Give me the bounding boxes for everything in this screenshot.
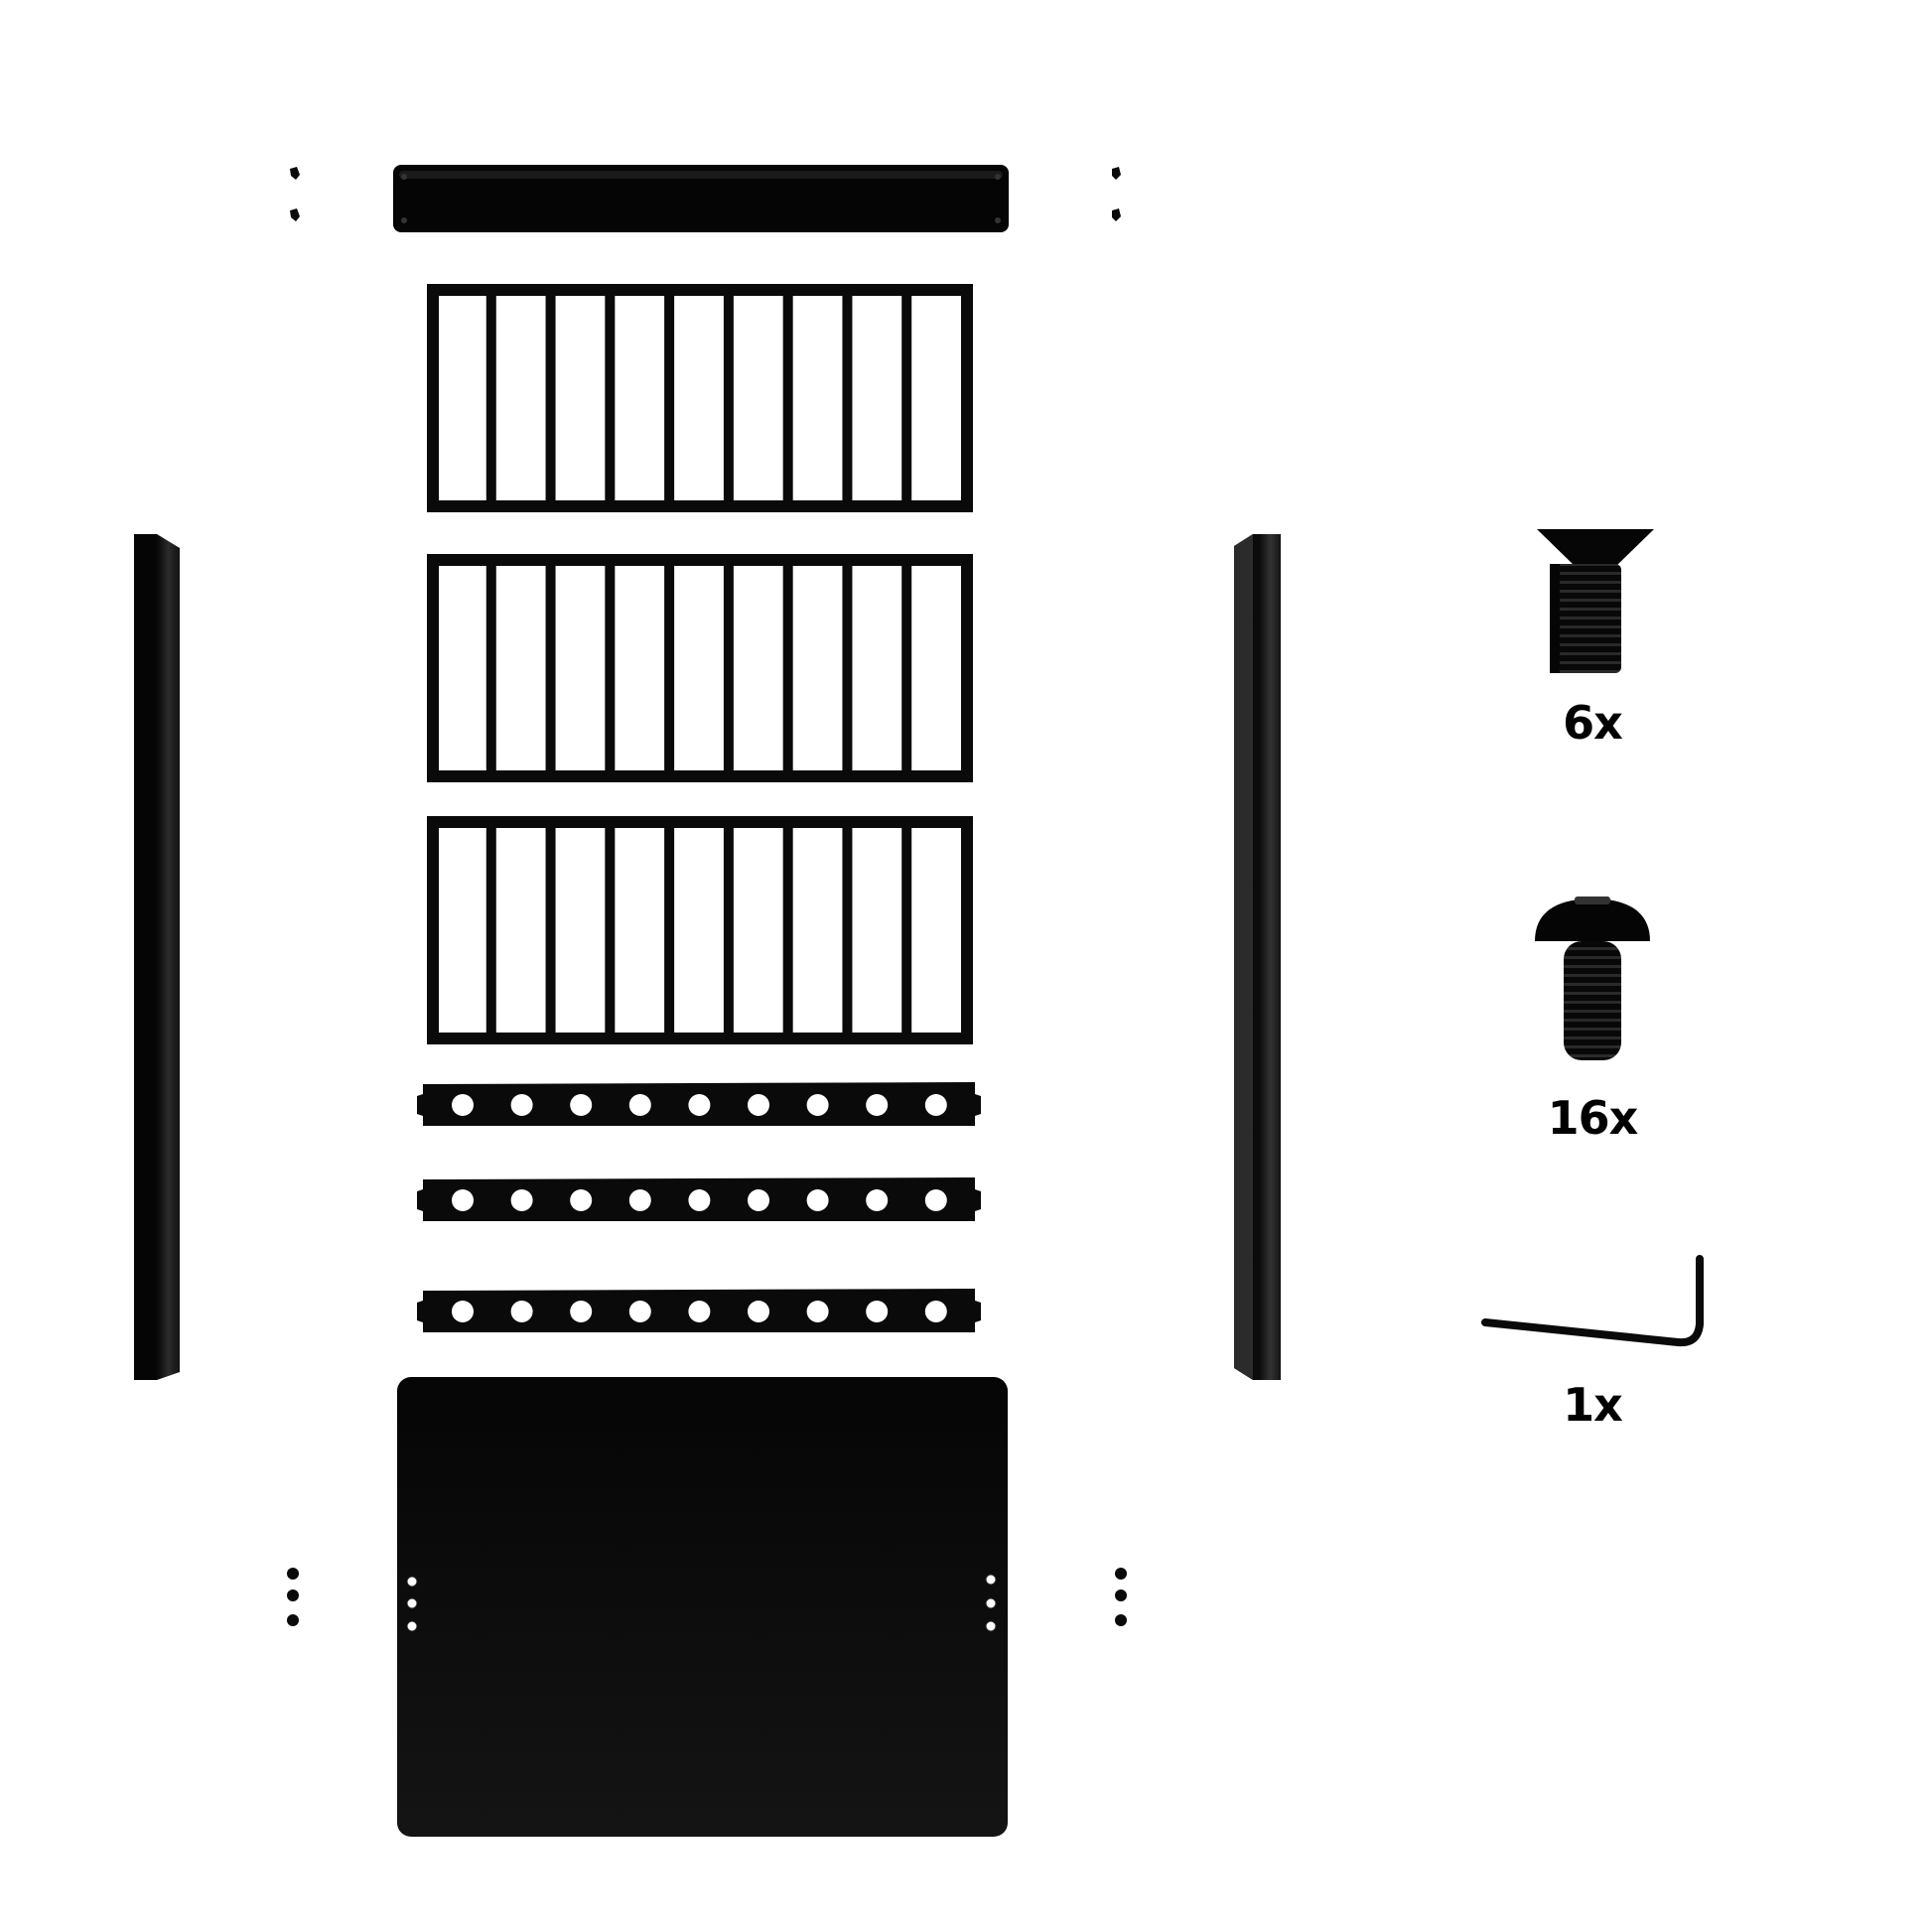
bottom-left-screws [287,1568,299,1626]
strip-hole [924,1189,947,1211]
left-side-post [134,534,180,1380]
grille-bar [605,284,616,512]
grille-bar [545,554,556,782]
strip-hole [452,1301,474,1322]
grille-bar [842,816,853,1044]
grille-bottom-rail [427,770,973,782]
strip-hole [866,1189,889,1211]
grille-bar [723,554,734,782]
button-head-bolt-quantity: 16x [1547,1091,1639,1145]
grille-bar [485,284,496,512]
strip-hole [628,1094,651,1116]
grille-bar [901,816,912,1044]
strip-hole [866,1094,889,1116]
countersunk-screw-icon [1537,529,1654,673]
top-left-screws [290,167,300,221]
grille-panels [427,284,973,1044]
grille-bar [961,554,973,782]
bottom-right-screws [1115,1568,1127,1626]
strip-hole [924,1301,947,1322]
right-side-post [1234,534,1281,1380]
strip-hole [452,1094,474,1116]
strip-hole [688,1094,711,1116]
strip-hole [510,1189,533,1211]
grille-bar [545,816,556,1044]
strip-hole [452,1189,474,1211]
perforated-strip [417,1289,981,1332]
strip-hole [628,1189,651,1211]
grille-bar [842,284,853,512]
strip-hole [866,1301,889,1322]
top-rail-bar [393,165,1009,232]
grille-bar [427,554,439,782]
hex-key-icon [1481,1255,1704,1347]
strip-hole [688,1301,711,1322]
grille-bar [664,284,675,512]
strip-hole [570,1094,593,1116]
grille-bar [782,554,793,782]
strip-hole [748,1094,769,1116]
grille-top-rail [427,284,973,296]
perforated-strip [417,1082,981,1126]
grille-bar [842,554,853,782]
grille-bar [605,816,616,1044]
grille-top-rail [427,816,973,828]
perforated-strips [417,1082,981,1332]
grille-bar [427,284,439,512]
grille-bar [664,816,675,1044]
grille-bar [723,284,734,512]
grille-bar [485,816,496,1044]
grille-bar [782,284,793,512]
button-head-bolt-icon [1535,897,1650,1060]
countersunk-screw-quantity: 6x [1563,696,1623,750]
strip-hole [510,1094,533,1116]
strip-hole [570,1189,593,1211]
strip-hole [748,1301,769,1322]
strip-hole [510,1301,533,1322]
grille-bottom-rail [427,1033,973,1044]
top-right-screws [1112,167,1121,221]
grille-bar [605,554,616,782]
grille-bar [901,554,912,782]
grille-bar [485,554,496,782]
strip-hole [924,1094,947,1116]
strip-hole [806,1189,829,1211]
hex-key-quantity: 1x [1563,1378,1623,1432]
grille-bar [901,284,912,512]
grille-top-rail [427,554,973,566]
grille-bottom-rail [427,500,973,512]
grille-bar [961,816,973,1044]
grille-bar [961,284,973,512]
grille-panel [427,554,973,782]
grille-bar [782,816,793,1044]
perforated-strip [417,1177,981,1221]
grille-bar [545,284,556,512]
grille-panel [427,284,973,512]
strip-hole [570,1301,593,1322]
grille-bar [427,816,439,1044]
strip-hole [628,1301,651,1322]
strip-hole [748,1189,769,1211]
grille-panel [427,816,973,1044]
grille-bar [664,554,675,782]
strip-hole [688,1189,711,1211]
strip-hole [806,1094,829,1116]
strip-hole [806,1301,829,1322]
grille-bar [723,816,734,1044]
base-plate [397,1377,1008,1837]
